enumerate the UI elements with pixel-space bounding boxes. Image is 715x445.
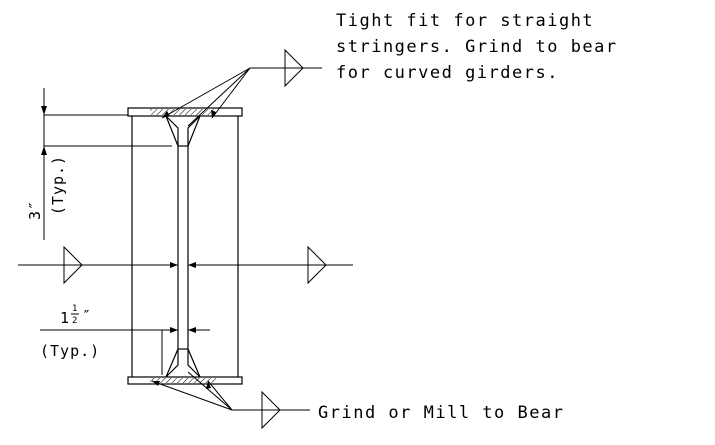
bottom-flange-weld-hatch <box>150 378 216 383</box>
top-note-line-2: stringers. Grind to bear <box>336 37 618 57</box>
center-weld-callout <box>18 245 353 285</box>
horizontal-dimension-denominator: 2 <box>72 316 77 326</box>
horizontal-dimension-note: (Typ.) <box>40 342 100 360</box>
horizontal-dimension-numerator: 1 <box>72 304 77 314</box>
vertical-dimension-note: (Typ.) <box>49 155 67 215</box>
bottom-note: Grind or Mill to Bear <box>318 403 564 423</box>
top-fillet-weld-left <box>165 115 179 147</box>
bottom-weld-flag-icon <box>261 390 281 430</box>
top-note-line-1: Tight fit for straight <box>336 11 594 31</box>
top-note-line-3: for curved girders. <box>336 63 559 83</box>
vertical-dimension: 3″ (Typ.) <box>26 88 172 240</box>
top-flange-weld-hatch <box>150 109 216 115</box>
vertical-dimension-value: 3″ <box>26 200 44 220</box>
bottom-fillet-weld-left <box>165 348 179 378</box>
bottom-weld-callout <box>151 371 310 430</box>
top-weld-callout <box>161 48 322 127</box>
center-weld-flag-left-icon <box>63 245 83 285</box>
bottom-flange <box>127 376 243 385</box>
web <box>177 145 189 350</box>
horizontal-dimension: 1 1 2 ″ (Typ.) <box>40 304 210 375</box>
top-flange <box>127 107 243 117</box>
girder-section <box>127 107 243 385</box>
top-fillet-weld-right <box>187 115 201 147</box>
horizontal-dimension-whole: 1 <box>60 309 70 327</box>
horizontal-dimension-mark: ″ <box>82 307 92 325</box>
top-weld-flag-icon <box>284 48 304 88</box>
center-weld-flag-right-icon <box>307 245 327 285</box>
bottom-fillet-weld-right <box>187 348 201 378</box>
